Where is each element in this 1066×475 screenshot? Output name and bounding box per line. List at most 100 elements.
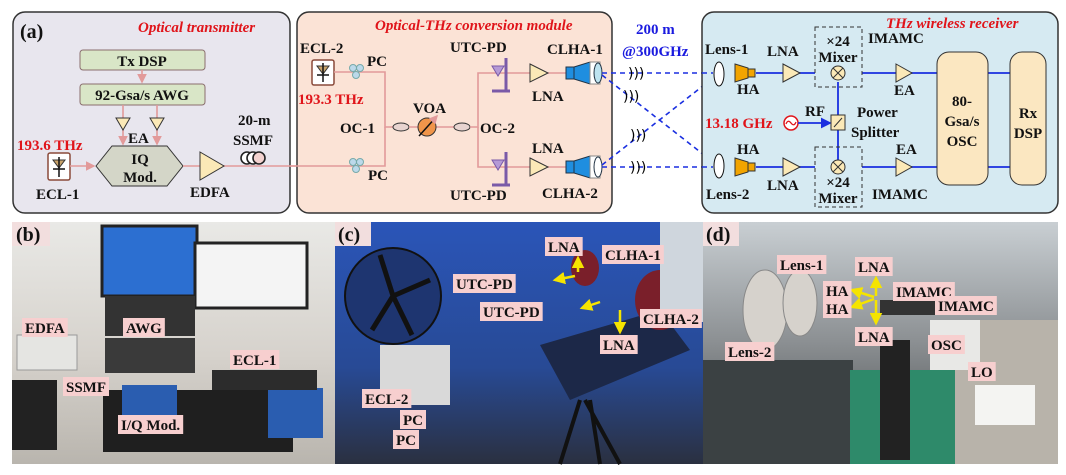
lna-label: LNA — [532, 141, 564, 157]
utc-pd-label: UTC-PD — [450, 40, 507, 56]
photo-tag: Lens-1 — [780, 258, 823, 274]
fiber-length-label: 20-m — [238, 113, 271, 129]
photo-tag-background — [928, 335, 965, 354]
edfa-amplifier-icon — [199, 151, 225, 181]
rf-label: RF — [805, 104, 825, 120]
pc-label: PC — [368, 168, 388, 184]
ssmf-label: SSMF — [233, 133, 273, 149]
photo-tag-background — [640, 309, 702, 328]
photo-arrows — [552, 255, 883, 335]
photo-tag-background — [855, 257, 893, 276]
photo-tag: LNA — [548, 240, 580, 256]
photo-tag: UTC-PD — [483, 305, 540, 321]
pc-icon — [349, 158, 364, 173]
photo-tag-background — [393, 430, 419, 449]
lna-icon — [782, 157, 802, 177]
photo-tag-background — [22, 318, 68, 337]
mixer-box — [814, 26, 863, 88]
imamc-label: IMAMC — [868, 31, 924, 47]
osc-label-2: Gsa/s — [944, 114, 979, 130]
transmitter-module: (a) Optical transmitter Tx DSP 92-Gsa/s … — [12, 11, 360, 214]
ha-label: HA — [737, 82, 760, 98]
photo-tag: SSMF — [66, 380, 106, 396]
photo-tag-background — [362, 389, 412, 408]
oc1-label: OC-1 — [340, 121, 375, 137]
photo-tag: I/Q Mod. — [121, 418, 180, 434]
panel-c-label: (c) — [338, 224, 360, 246]
imamc-label: IMAMC — [872, 187, 928, 203]
lens1-label: Lens-1 — [705, 42, 748, 58]
rx-dsp-box — [1009, 51, 1047, 186]
photo-tag-background — [400, 410, 426, 429]
clha2-label: CLHA-2 — [542, 186, 598, 202]
ha-horn-icon — [734, 157, 756, 177]
iq-mod-label-1: IQ — [131, 152, 149, 168]
photo-tag: LNA — [603, 338, 635, 354]
wave-icon: ))) — [628, 66, 644, 82]
link-frequency: @300GHz — [622, 44, 689, 60]
conversion-title: Optical-THz conversion module — [375, 18, 573, 34]
mixer-icon — [830, 65, 846, 81]
ha-horn-icon — [734, 63, 756, 83]
photo-tag: HA — [826, 302, 849, 318]
photo-tag-background — [968, 362, 996, 381]
photo-tag: EDFA — [25, 321, 65, 337]
photo-tag: OSC — [931, 338, 962, 354]
receiver-module: THz wireless receiver Lens-1 Lens-2 HA H… — [701, 11, 1059, 214]
mixer-multiplier: ×24 — [826, 175, 850, 191]
photo-tag-background — [855, 327, 893, 346]
photo-tag: CLHA-1 — [605, 248, 661, 264]
photo-tag: PC — [403, 413, 423, 429]
iq-mod-label-2: Mod. — [123, 170, 157, 186]
panel-b-label: (b) — [16, 224, 40, 246]
awg-box — [79, 83, 206, 106]
lna-label: LNA — [767, 178, 799, 194]
photo-tag-background — [823, 299, 852, 318]
ea-amplifier-icon — [115, 117, 131, 131]
ecl1-label: ECL-1 — [36, 187, 79, 203]
clha1-label: CLHA-1 — [547, 42, 603, 58]
photo-tag-background — [480, 302, 543, 321]
lna-label: LNA — [767, 44, 799, 60]
panel-a-label: (a) — [20, 21, 43, 43]
oscilloscope-box — [936, 51, 989, 186]
voa-label: VOA — [413, 101, 446, 117]
ea-icon — [895, 63, 914, 83]
clha2-horn-icon — [565, 155, 603, 179]
oc2-coupler-icon — [453, 122, 471, 132]
fiber-coil-icon — [240, 151, 266, 165]
ecl2-frequency: 193.3 THz — [298, 92, 364, 108]
ecl1-frequency: 193.6 THz — [17, 138, 83, 154]
photo-tag-background — [123, 318, 165, 337]
mixer-label: Mixer — [818, 50, 857, 66]
wireless-link: 200 m @300GHz ))) ))) ))) ))) — [601, 22, 715, 176]
splitter-label-2: Splitter — [851, 125, 900, 141]
photo-tag-background — [545, 237, 583, 256]
wave-icon: ))) — [623, 89, 639, 105]
pc-icon — [349, 64, 364, 79]
photo-tag: HA — [826, 284, 849, 300]
rx-dsp-label-2: DSP — [1014, 126, 1042, 142]
photo-tag: ECL-1 — [233, 353, 276, 369]
photo-tag: LO — [971, 365, 993, 381]
photo-tag: IMAMC — [938, 299, 994, 315]
ea-label: EA — [128, 131, 149, 147]
lna-label: LNA — [532, 89, 564, 105]
utc-pd-icon — [491, 58, 510, 93]
photo-tag: AWG — [126, 321, 162, 337]
edfa-label: EDFA — [190, 185, 230, 201]
photo-tag-background — [935, 296, 997, 315]
photo-tag: CLHA-2 — [643, 312, 699, 328]
photo-tag-background — [230, 350, 280, 369]
oc2-label: OC-2 — [480, 121, 515, 137]
photo-c: (c) — [335, 222, 703, 465]
oc1-coupler-icon — [392, 122, 410, 132]
photo-tag: LNA — [858, 260, 890, 276]
lna-icon — [529, 157, 550, 177]
wave-icon: ))) — [630, 160, 646, 176]
mixer-label: Mixer — [818, 191, 857, 207]
rf-frequency: 13.18 GHz — [705, 116, 773, 132]
